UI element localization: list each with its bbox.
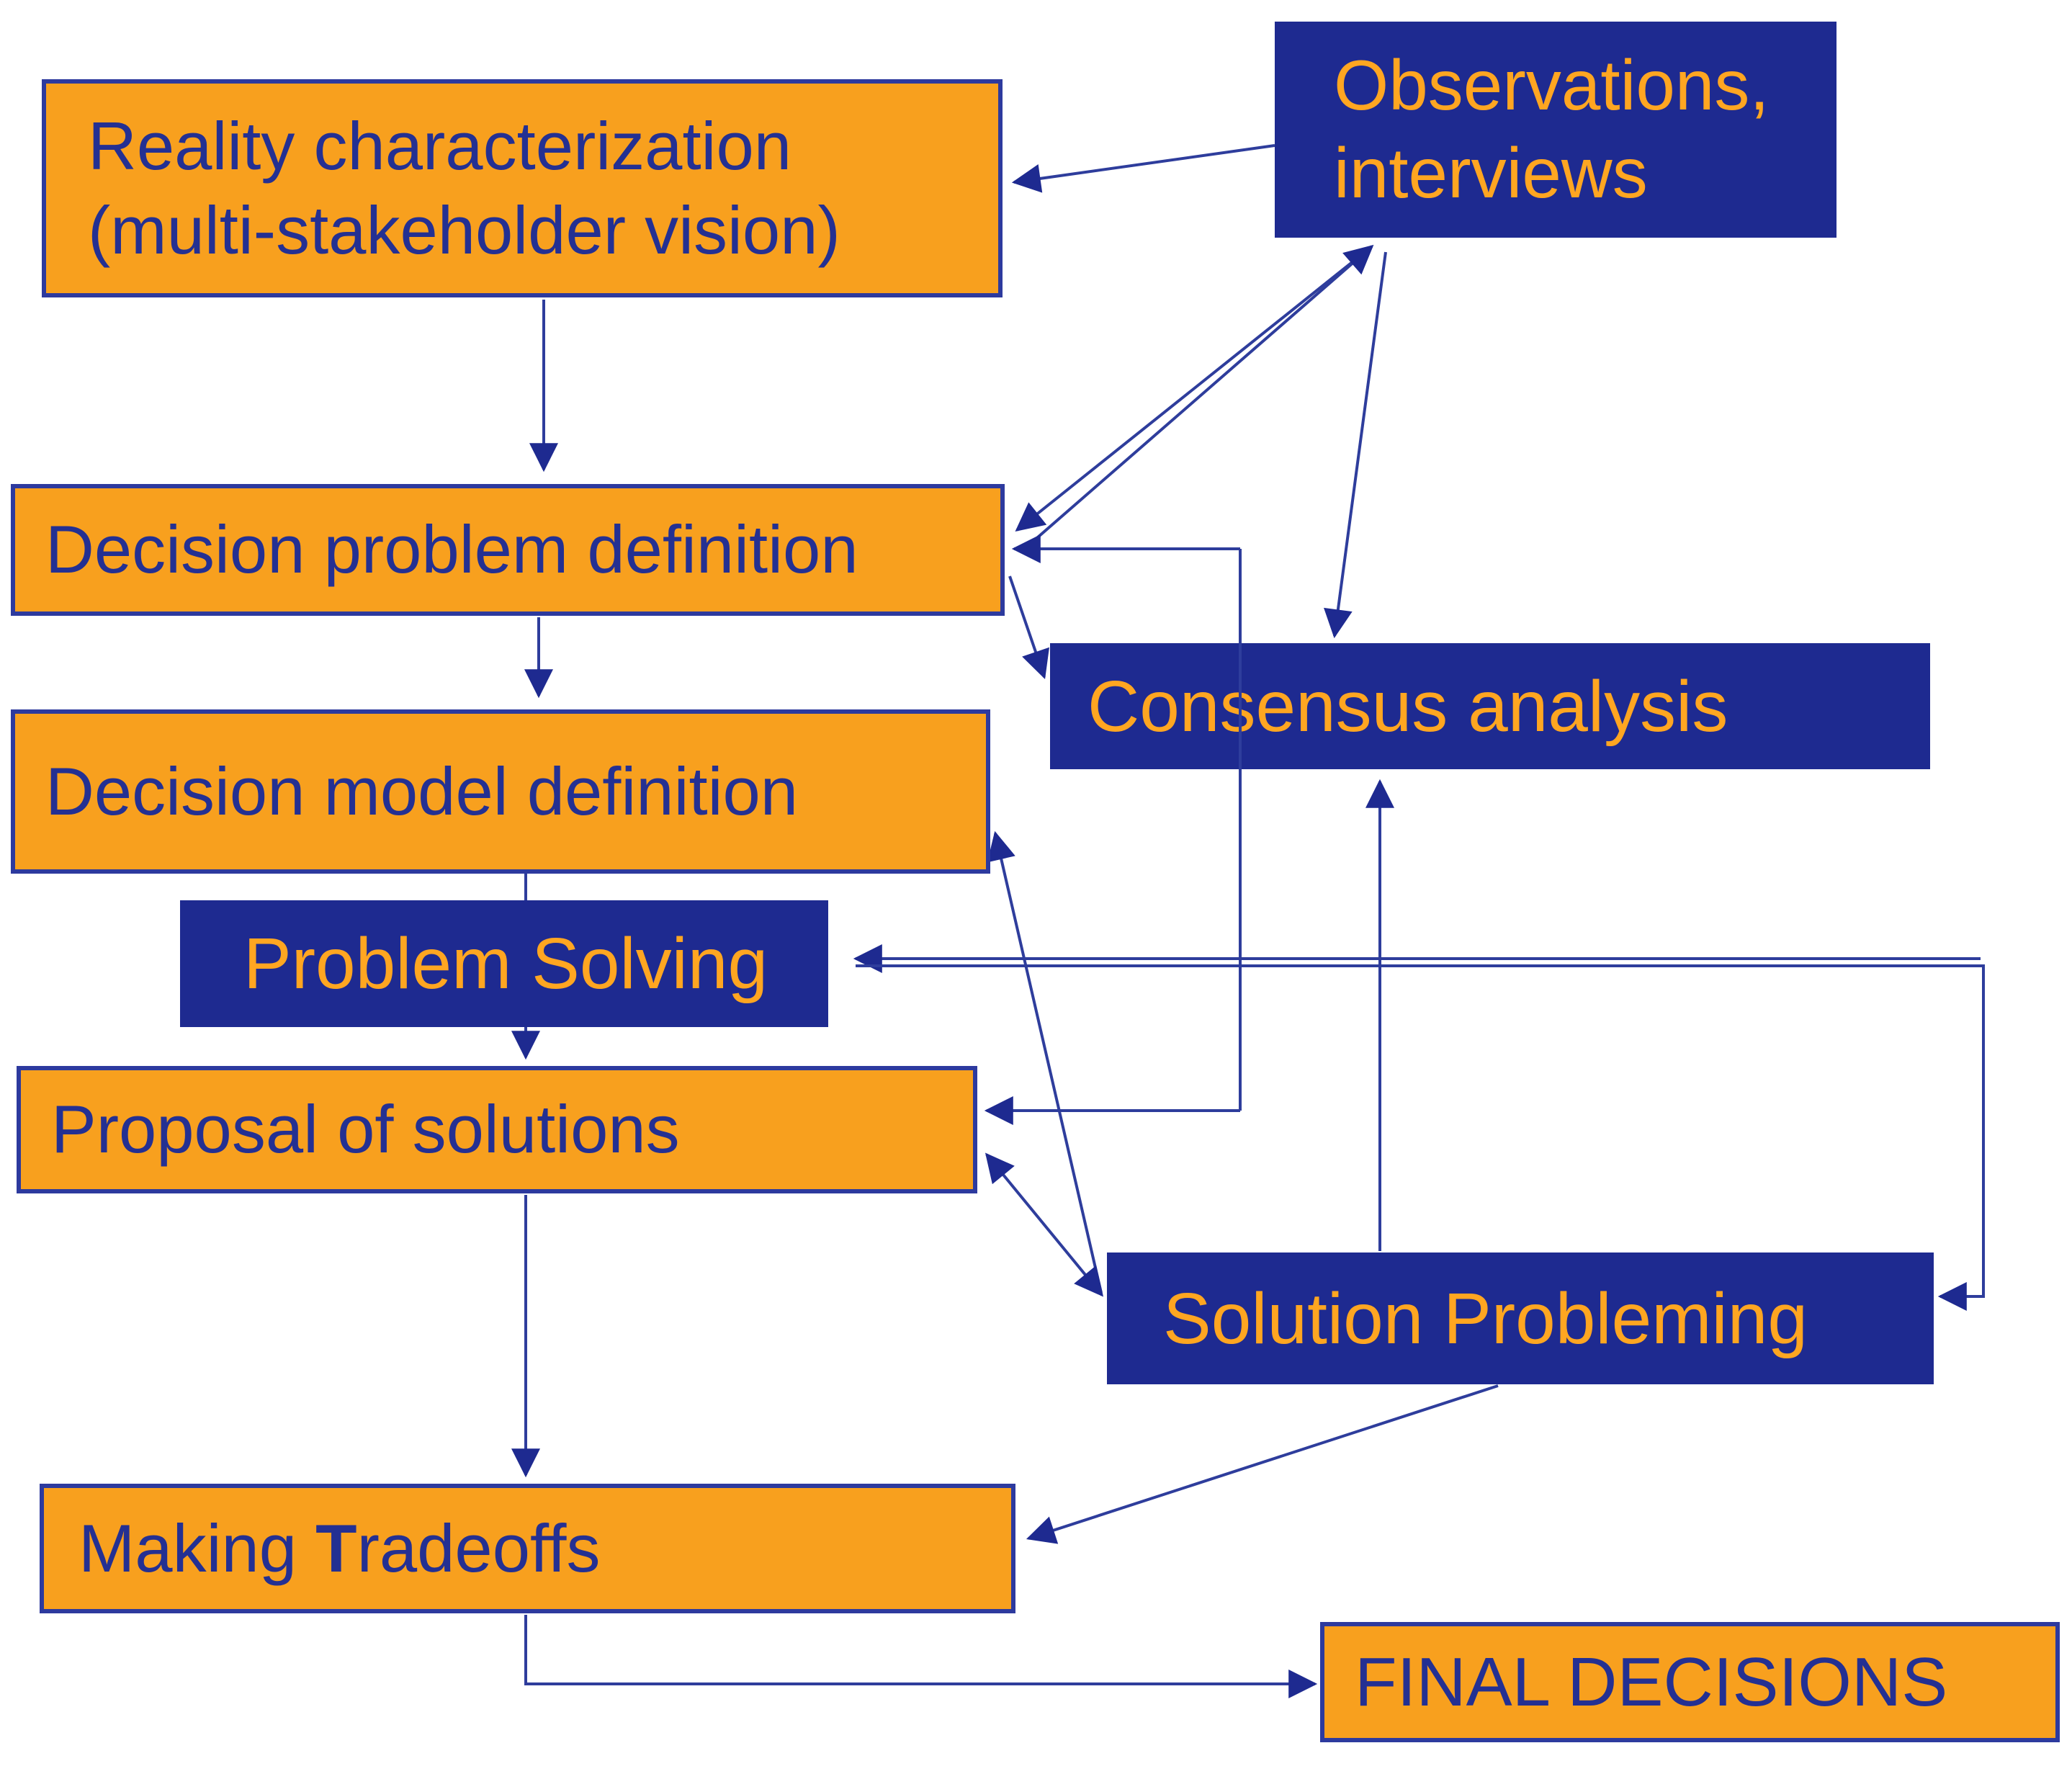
node-making-tradeoffs-label: Making Tradeoffs [79,1510,601,1586]
node-observations-label: Observations, [1334,45,1770,125]
node-proposal: Proposal of solutions [17,1066,977,1193]
node-final-decisions: FINAL DECISIONS [1320,1622,2060,1742]
node-solution-probleming-label: Solution Probleming [1163,1278,1808,1359]
node-reality-label: Reality characterization [88,107,791,184]
edge-observations-to-reality [1011,144,1275,193]
node-consensus-label: Consensus analysis [1087,666,1728,747]
node-problem-solving-label: Problem Solving [243,923,768,1004]
node-reality-label: (multi-stakeholder vision) [88,192,840,268]
node-final-decisions-label: FINAL DECISIONS [1355,1643,1948,1721]
node-making-tradeoffs: Making Tradeoffs [40,1484,1015,1613]
node-solution-probleming: Solution Probleming [1107,1253,1934,1384]
node-decision-problem: Decision problem definition [11,484,1005,616]
edge-observations-to-decision-problem [1015,251,1366,532]
edge-observations-to-consensus [1324,251,1387,639]
edge-solution-probleming-to-decision-model [987,830,1103,1294]
edge-making-tradeoffs-to-final-decisions [524,1615,1318,1698]
node-observations: Observations, interviews [1275,22,1836,238]
node-proposal-label: Proposal of solutions [51,1091,680,1168]
node-decision-model-label: Decision model definition [45,753,799,829]
node-problem-solving: Problem Solving [180,900,828,1027]
edge-decision-problem-to-observations [1031,244,1374,543]
node-observations-label: interviews [1334,133,1648,212]
node-decision-problem-label: Decision problem definition [45,511,858,588]
node-decision-model: Decision model definition [11,709,990,874]
edge-solution-probleming-to-making-tradeoffs [1026,1384,1499,1544]
edge-decision-problem-to-consensus [1008,575,1049,680]
edge-problem-solving-to-solution-probleming [856,964,1985,1311]
edge-proposal-solution-probleming-bidirectional [985,1152,1104,1297]
node-reality: Reality characterization (multi-stakehold… [42,79,1003,297]
node-consensus: Consensus analysis [1050,643,1930,769]
